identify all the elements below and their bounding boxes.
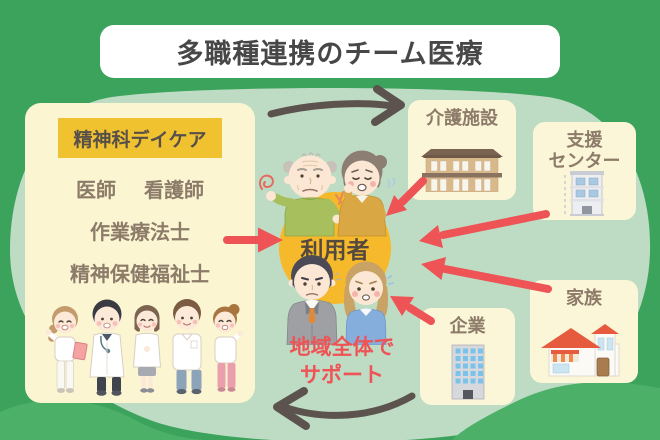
role-nurse: 看護師 <box>144 177 204 202</box>
panel-header: 精神科デイケア <box>58 118 222 158</box>
role-doctor: 医師 <box>76 177 116 202</box>
company-label: 企業 <box>449 316 486 337</box>
role-occupational-therapist: 作業療法士 <box>90 219 190 244</box>
node-company: 企業 <box>420 308 515 405</box>
role-row: 医師 看護師 <box>76 167 204 209</box>
doctor-figure <box>89 299 125 396</box>
support-center-label: 支援 センター <box>548 130 621 172</box>
support-text: 地域全体で サポート <box>289 335 395 387</box>
nurse-figure <box>45 306 88 393</box>
role-row: 作業療法士 <box>90 209 190 251</box>
house-icon <box>541 324 620 377</box>
role-psychiatric-social-worker: 精神保健福祉士 <box>70 261 210 286</box>
user-label: 利用者 <box>300 238 370 264</box>
psychiatric-daycare-panel: 精神科デイケア 医師 看護師 作業療法士 精神保健福祉士 <box>25 103 255 403</box>
office-building-icon <box>563 171 604 216</box>
family-label: 家族 <box>566 288 602 309</box>
role-list: 医師 看護師 作業療法士 精神保健福祉士 <box>25 167 255 293</box>
role-row: 精神保健福祉士 <box>70 251 210 293</box>
medical-staff-group-icon <box>45 299 244 396</box>
female-staff-figure <box>132 305 162 393</box>
care-facility-label: 介護施設 <box>426 108 498 129</box>
nurse-bun-figure <box>213 304 244 392</box>
page-title: 多職種連携のチーム医療 <box>176 39 484 70</box>
node-support-center: 支援 センター <box>533 122 636 220</box>
bottom-left-wave <box>0 399 205 440</box>
node-family: 家族 <box>530 280 638 383</box>
apartment-building-icon <box>421 149 503 192</box>
bottom-right-wave <box>452 382 660 440</box>
office-tower-icon <box>451 344 484 400</box>
panel-header-label: 精神科デイケア <box>73 128 207 151</box>
user-circle: 利用者 <box>279 192 391 304</box>
title-box: 多職種連携のチーム医療 <box>100 25 560 78</box>
male-staff-figure <box>172 299 202 395</box>
node-care-facility: 介護施設 <box>408 100 516 200</box>
